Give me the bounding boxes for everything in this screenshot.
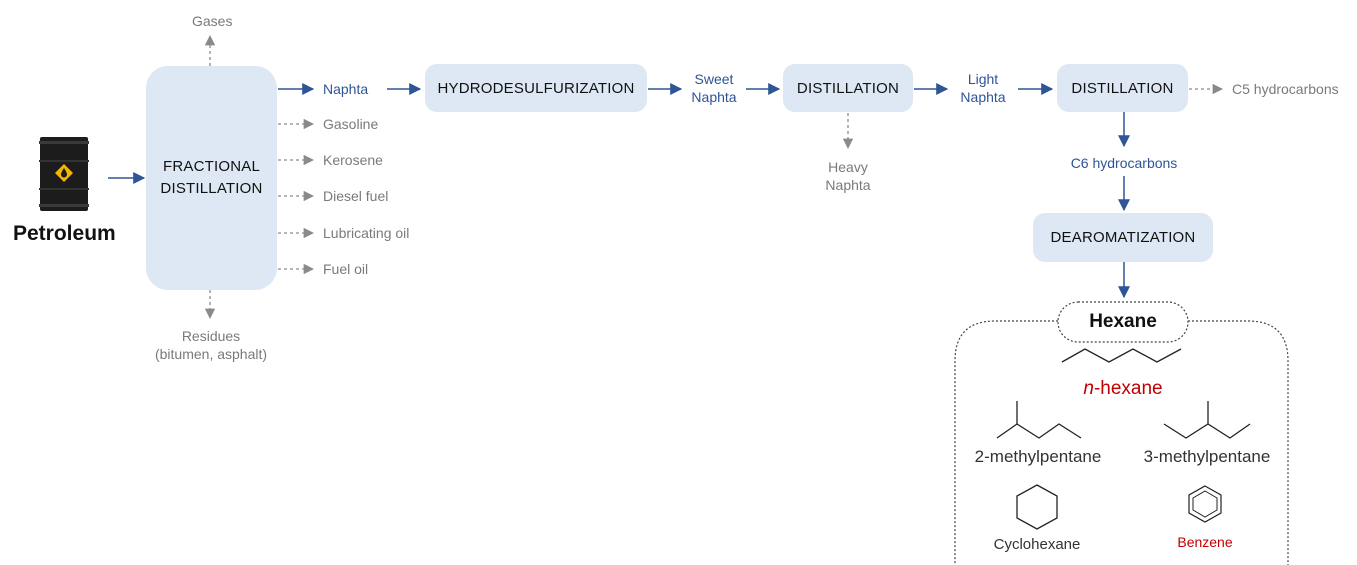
c5-label: C5 hydrocarbons [1232,81,1339,97]
naphta-label: Naphta [323,81,369,97]
distillation-1-box: DISTILLATION [783,64,913,112]
hydrodesulfurization-box: HYDRODESULFURIZATION [425,64,647,112]
hexane-title-pill [1057,301,1189,343]
side-output-gasoline: Gasoline [323,116,379,132]
sweet-line1: Sweet [694,71,734,87]
hexane-title: Hexane [1089,311,1157,332]
heavy-line1: Heavy [828,159,868,175]
light-line1: Light [967,71,999,87]
2-methylpentane-structure [996,423,1082,439]
petroleum-label: Petroleum [13,222,116,245]
side-output-kerosene: Kerosene [323,152,383,168]
heavy-naphta-label: Heavy Naphta [815,158,881,194]
fractional-distillation-box: FRACTIONAL DISTILLATION [146,66,277,290]
benzene-structure [1188,485,1222,523]
residues-line1: Residues [181,328,241,344]
oil-barrel-icon [39,137,89,211]
cyclohexane-structure [1016,484,1058,530]
fractional-line1: FRACTIONAL [162,158,260,175]
hexane-container [954,320,1289,565]
residues-label: Residues (bitumen, asphalt) [146,327,276,363]
benzene-label: Benzene [1177,534,1233,550]
light-line2: Naphta [960,89,1006,105]
n-hexane-prefix: n [1083,378,1094,399]
n-hexane-suffix: -hexane [1093,378,1163,399]
distillation-2-box: DISTILLATION [1057,64,1188,112]
side-output-diesel: Diesel fuel [323,188,389,204]
sweet-line2: Naphta [691,89,737,105]
residues-line2: (bitumen, asphalt) [154,346,268,362]
side-output-lubricating: Lubricating oil [323,225,410,241]
n-hexane-structure [1061,348,1182,363]
light-naphta-label: Light Naphta [950,70,1016,106]
dearomatization-box: DEAROMATIZATION [1033,213,1213,262]
3-methylpentane-structure [1163,423,1251,439]
3-methylpentane-label: 3-methylpentane [1143,447,1271,466]
gases-label: Gases [192,13,233,29]
2-methylpentane-label: 2-methylpentane [974,447,1102,466]
n-hexane-label: n-hexane [1058,378,1188,400]
fractional-line2: DISTILLATION [160,180,263,197]
c6-label: C6 hydrocarbons [1070,155,1178,171]
side-output-fueloil: Fuel oil [323,261,369,277]
sweet-naphta-label: Sweet Naphta [681,70,747,106]
cyclohexane-label: Cyclohexane [993,536,1081,553]
heavy-line2: Naphta [825,177,871,193]
